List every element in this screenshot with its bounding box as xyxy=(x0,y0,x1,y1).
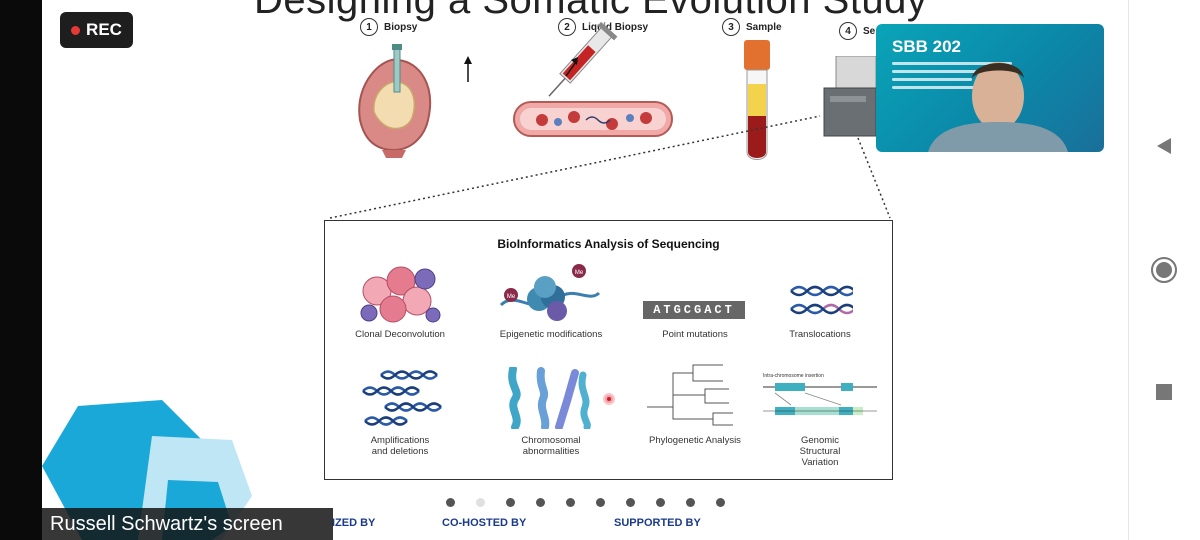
speaker-webcam-tile[interactable]: SBB 202 xyxy=(876,24,1104,152)
step-number: 1 xyxy=(360,18,378,36)
step-label: Liquid Biopsy xyxy=(582,21,649,33)
pager-dot[interactable] xyxy=(536,498,545,507)
conference-banner-line xyxy=(892,78,972,81)
sv-caption: Intra-chromosome insertion xyxy=(763,373,824,379)
liquid-biopsy-illustration xyxy=(513,21,673,137)
step-label: Biopsy xyxy=(384,21,418,33)
step-label: Se xyxy=(863,25,876,37)
methyl-tag: Me xyxy=(575,270,584,276)
pager-dot[interactable] xyxy=(446,498,455,507)
step-number: 4 xyxy=(839,22,857,40)
screen-share-label: Russell Schwartz's screen xyxy=(42,508,333,540)
step-number: 2 xyxy=(558,18,576,36)
genomic-structural-variation-illustration: Intra-chromosome insertion xyxy=(763,373,877,415)
step-liquid-biopsy: 2 Liquid Biopsy xyxy=(558,18,648,36)
phylogenetic-tree-illustration xyxy=(647,364,733,426)
clonal-deconvolution-illustration xyxy=(360,266,441,323)
amplifications-illustration xyxy=(362,370,442,426)
conference-banner-line xyxy=(892,70,992,73)
bioinformatics-analysis-panel: BioInformatics Analysis of Sequencing Cl… xyxy=(324,220,893,480)
step-sequencing: 4 Se xyxy=(839,22,875,40)
home-button[interactable] xyxy=(1148,254,1180,286)
footer-organized-by: IZED BY xyxy=(332,517,376,529)
pager-dot[interactable] xyxy=(626,498,635,507)
item-label: Chromosomal abnormalities xyxy=(521,435,581,457)
slide-title: Designing a Somatic Evolution Study xyxy=(254,0,928,22)
back-button[interactable] xyxy=(1148,130,1180,162)
translocations-illustration xyxy=(790,285,853,315)
epigenetic-modifications-illustration: Me Me xyxy=(499,264,601,321)
recording-label: REC xyxy=(86,20,122,39)
item-label: Point mutations xyxy=(662,329,728,340)
recording-indicator[interactable]: REC xyxy=(60,12,133,48)
conference-title: SBB 202 xyxy=(892,37,961,56)
zoom-connector-lines xyxy=(329,115,891,219)
item-label: Phylogenetic Analysis xyxy=(649,435,741,446)
item-label: Genomic Structural Variation xyxy=(799,435,841,468)
item-label: Clonal Deconvolution xyxy=(355,329,445,340)
item-label: Epigenetic modifications xyxy=(499,329,603,340)
pager-dot[interactable] xyxy=(476,498,485,507)
sequencer-illustration xyxy=(823,56,877,137)
pager-dot[interactable] xyxy=(656,498,665,507)
conference-banner-line xyxy=(892,86,982,89)
dna-sequence-strip: ATGCGACT xyxy=(643,301,745,319)
back-triangle-icon xyxy=(1157,138,1171,154)
methyl-tag: Me xyxy=(507,294,516,300)
conference-banner-line xyxy=(892,62,1012,65)
pager-dot[interactable] xyxy=(686,498,695,507)
pager-dot[interactable] xyxy=(596,498,605,507)
speaker-video xyxy=(928,62,1068,152)
record-dot-icon xyxy=(71,25,81,35)
recents-button[interactable] xyxy=(1148,376,1180,408)
recents-square-icon xyxy=(1156,384,1172,400)
left-letterbox xyxy=(0,0,42,540)
step-label: Sample xyxy=(746,21,782,33)
pager-dot[interactable] xyxy=(566,498,575,507)
tumor-biopsy-illustration xyxy=(358,44,432,158)
up-arrow-icon xyxy=(565,57,578,77)
footer-co-hosted-by: CO-HOSTED BY xyxy=(442,517,527,529)
up-arrow-icon xyxy=(464,56,472,82)
chromosomal-abnormalities-illustration xyxy=(508,367,591,429)
pager-dot[interactable] xyxy=(506,498,515,507)
item-label: Amplifications and deletions xyxy=(370,435,430,457)
step-biopsy: 1 Biopsy xyxy=(360,18,417,36)
footer-supported-by: SUPPORTED BY xyxy=(614,517,701,529)
pager-dot[interactable] xyxy=(716,498,725,507)
analysis-title: BioInformatics Analysis of Sequencing xyxy=(497,237,720,251)
step-number: 3 xyxy=(722,18,740,36)
home-circle-icon xyxy=(1151,257,1177,283)
item-label: Translocations xyxy=(789,329,851,340)
blood-sample-tube-illustration xyxy=(744,40,770,160)
cursor-pointer-indicator xyxy=(603,393,615,405)
step-sample: 3 Sample xyxy=(722,18,782,36)
